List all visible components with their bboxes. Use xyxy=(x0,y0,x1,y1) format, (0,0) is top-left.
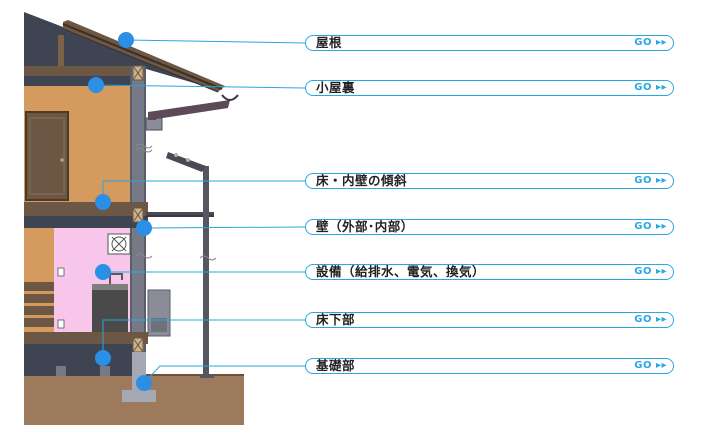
callout-dot-equipment xyxy=(95,264,111,280)
callout-dot-under-floor xyxy=(95,350,111,366)
nav-item-wall[interactable]: 壁（外部･内部） GO ▸▸ xyxy=(305,219,674,235)
callout-dot-roof xyxy=(118,32,134,48)
nav-item-label: 壁（外部･内部） xyxy=(316,219,414,234)
callout-dot-attic xyxy=(88,77,104,93)
go-link: GO ▸▸ xyxy=(634,360,667,371)
nav-item-floor-wall-slope[interactable]: 床・内壁の傾斜 GO ▸▸ xyxy=(305,173,674,189)
kitchen-sink xyxy=(92,273,128,332)
nav-item-label: 屋根 xyxy=(316,35,343,50)
lower-room-wall xyxy=(24,228,54,332)
nav-item-roof[interactable]: 屋根 GO ▸▸ xyxy=(305,35,674,51)
go-link: GO ▸▸ xyxy=(634,221,667,232)
go-link: GO ▸▸ xyxy=(634,37,667,48)
nav-item-label: 床・内壁の傾斜 xyxy=(316,173,408,188)
nav-item-equipment[interactable]: 設備（給排水、電気、換気） GO ▸▸ xyxy=(305,264,674,280)
ridge-post xyxy=(58,35,64,77)
nav-item-under-floor[interactable]: 床下部 GO ▸▸ xyxy=(305,312,674,328)
go-link: GO ▸▸ xyxy=(634,82,667,93)
stair-steps xyxy=(24,282,54,327)
crawl-space xyxy=(24,344,136,376)
nav-item-attic[interactable]: 小屋裏 GO ▸▸ xyxy=(305,80,674,96)
nav-item-label: 設備（給排水、電気、換気） xyxy=(316,264,486,279)
ground-floor-beam xyxy=(24,332,148,344)
nav-item-label: 基礎部 xyxy=(316,358,356,373)
nav-item-foundation[interactable]: 基礎部 GO ▸▸ xyxy=(305,358,674,374)
intermediate-floor xyxy=(24,202,148,216)
callout-dot-foundation xyxy=(136,375,152,391)
go-link: GO ▸▸ xyxy=(634,266,667,277)
go-link: GO ▸▸ xyxy=(634,314,667,325)
ventilation-fan xyxy=(107,233,131,255)
callout-dot-wall xyxy=(136,220,152,236)
upper-door xyxy=(25,111,69,201)
nav-item-label: 小屋裏 xyxy=(316,80,356,95)
callout-dots xyxy=(88,32,152,391)
balcony xyxy=(146,212,214,217)
nav-item-label: 床下部 xyxy=(316,312,356,327)
go-link: GO ▸▸ xyxy=(634,175,667,186)
callout-dot-floor-slope xyxy=(95,194,111,210)
gutter xyxy=(148,100,230,120)
